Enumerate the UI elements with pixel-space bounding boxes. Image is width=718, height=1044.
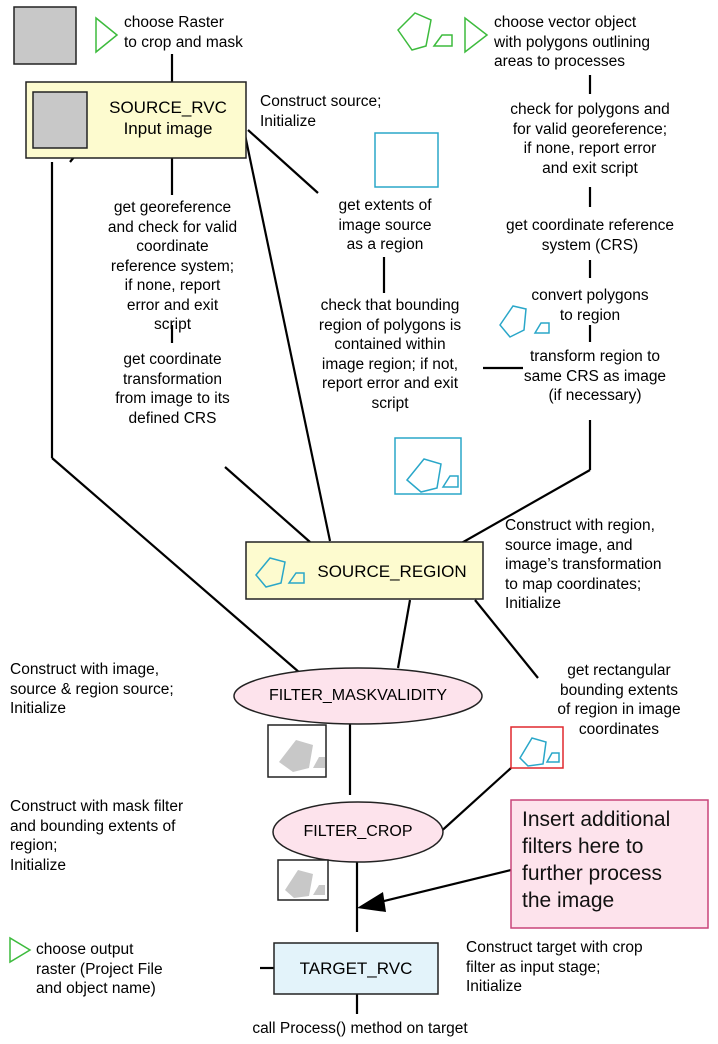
note-box [510, 799, 709, 929]
source-raster-icon [32, 91, 88, 149]
region-extent-icon [510, 726, 564, 769]
construct-crop-text: Construct with mask filter and bounding … [10, 798, 184, 874]
image-extent-icon [374, 132, 439, 188]
source-region-box [245, 541, 484, 600]
get-transformation-text: get coordinate transformation from image… [115, 351, 230, 427]
get-extents-text: get extents of image source as a region [338, 197, 432, 253]
construct-source-text: Construct source; Initialize [260, 93, 382, 130]
connector-region-to-mask [396, 599, 412, 669]
note-arrow-head [357, 892, 386, 912]
source-rvc-label: SOURCE_RVC Input image [109, 98, 227, 138]
target-rvc-box [273, 942, 439, 995]
construct-mask-text: Construct with image, source & region so… [10, 661, 174, 717]
target-rvc-label: TARGET_RVC [299, 959, 413, 978]
converted-polygons-icon [499, 305, 550, 338]
choose-raster-text: choose Raster to crop and mask [124, 14, 243, 51]
filter-maskvalidity-label: FILTER_MASKVALIDITY [268, 687, 448, 704]
check-polygons-text: check for polygons and for valid georefe… [510, 101, 670, 177]
get-crs-text: get coordinate reference system (CRS) [505, 217, 675, 254]
convert-polygons-text: convert polygons to region [531, 287, 649, 324]
green-triangle-arrow-icon-2 [464, 16, 489, 54]
green-triangle-arrow-icon [95, 16, 119, 54]
transform-region-text: transform region to same CRS as image (i… [523, 348, 667, 404]
construct-region-text: Construct with region, source image, and… [505, 517, 662, 612]
construct-target-text: Construct target with crop filter as inp… [466, 939, 643, 995]
raster-thumbnail-icon [13, 6, 77, 65]
connector-source-to-extents [247, 129, 319, 194]
connector-left-to-mask [51, 457, 301, 674]
get-rect-extents-text: get rectangular bounding extents of regi… [557, 662, 681, 738]
call-process-text: call Process() method on target [252, 1020, 468, 1037]
polygons-in-extent-icon [394, 437, 462, 495]
connector-transform-to-region [457, 469, 591, 546]
connectors [50, 54, 592, 1014]
connector-region-to-extents [474, 599, 539, 679]
cropped-raster-icon [277, 859, 329, 901]
source-region-label: SOURCE_REGION [317, 562, 467, 581]
insert-filters-note: Insert additional filters here to furthe… [522, 808, 671, 912]
masked-raster-icon [267, 724, 327, 778]
choose-vector-text: choose vector object with polygons outli… [494, 14, 650, 70]
output-arrow-icon [9, 936, 32, 964]
region-polygon-icon [255, 557, 305, 588]
filter-maskvalidity-oval [233, 667, 483, 725]
get-georeference-text: get georeference and check for valid coo… [107, 199, 238, 333]
choose-output-text: choose output raster (Project File and o… [36, 941, 163, 997]
connector-source-to-region [242, 129, 332, 542]
polygon-shapes-icon [397, 12, 453, 51]
filter-crop-oval [272, 801, 444, 863]
connector-transformation-to-region [224, 466, 311, 543]
check-bounding-text: check that bounding region of polygons i… [318, 297, 462, 412]
filter-crop-label: FILTER_CROP [303, 823, 413, 840]
